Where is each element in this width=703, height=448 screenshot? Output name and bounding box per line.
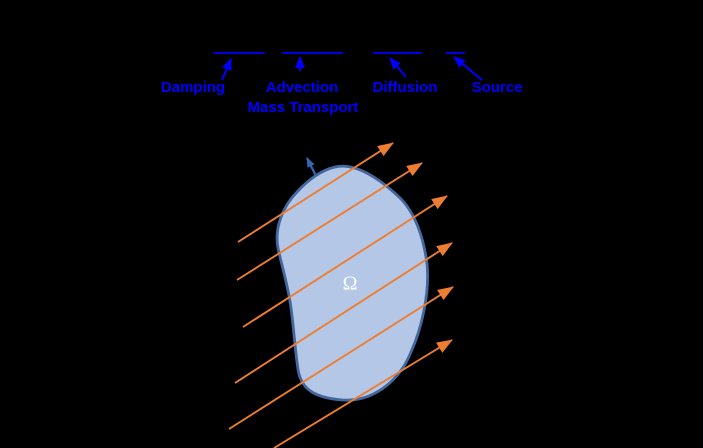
flow-field-arrows [228,142,454,448]
normal-vector-arrow [306,157,317,177]
label-source: Source [471,79,523,96]
label-advection: Advection [265,79,339,96]
annotation-pointer-arrows [221,56,483,81]
label-damping: Damping [160,79,226,96]
domain-blob [275,164,429,402]
domain-omega-label: Ω [342,272,358,295]
label-diffusion: Diffusion [372,79,438,96]
label-mass-transport: Mass Transport [247,99,359,116]
